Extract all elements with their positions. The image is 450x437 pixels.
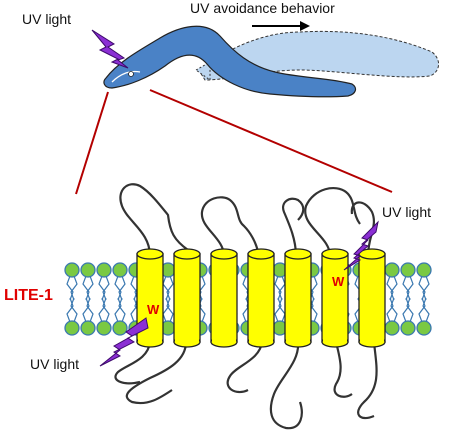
lipid-head [416, 262, 432, 278]
helix [136, 248, 164, 348]
lipid-head [80, 262, 96, 278]
lipid-head [384, 320, 400, 336]
lipid-head [80, 320, 96, 336]
lightning-bolt-icon [99, 317, 149, 367]
lipid-head [64, 320, 80, 336]
lipid-head [112, 262, 128, 278]
lipid-head [96, 262, 112, 278]
helix [321, 248, 349, 348]
arrow-right-icon [252, 21, 310, 31]
lipid-head [384, 262, 400, 278]
helix [284, 248, 312, 348]
uv-light-label-bottom: UV light [30, 356, 80, 372]
uv-light-label-top: UV light [22, 11, 72, 27]
lipid-head [400, 262, 416, 278]
tryptophan-residue-left: W [147, 302, 160, 317]
lightning-bolt-icon [91, 29, 129, 69]
lipid-head [64, 262, 80, 278]
worm-icon [103, 25, 357, 98]
transmembrane-helices [136, 248, 386, 348]
protein-name-label: LITE-1 [4, 287, 53, 304]
tryptophan-residue-right: W [332, 274, 345, 289]
extracellular-loops [119, 183, 376, 257]
lipid-head [400, 320, 416, 336]
zoom-line-right [149, 89, 393, 193]
zoom-line-left [75, 91, 109, 195]
lightning-bolt-icon [343, 220, 379, 271]
helix [358, 248, 386, 348]
helix [210, 248, 238, 348]
intracellular-loops [114, 341, 378, 430]
uv-avoidance-label: UV avoidance behavior [190, 0, 335, 16]
lipid-head [112, 320, 128, 336]
helix [173, 248, 201, 348]
helix [247, 248, 275, 348]
lipid-head [96, 320, 112, 336]
lipid-head [416, 320, 432, 336]
uv-light-label-right: UV light [382, 204, 432, 220]
